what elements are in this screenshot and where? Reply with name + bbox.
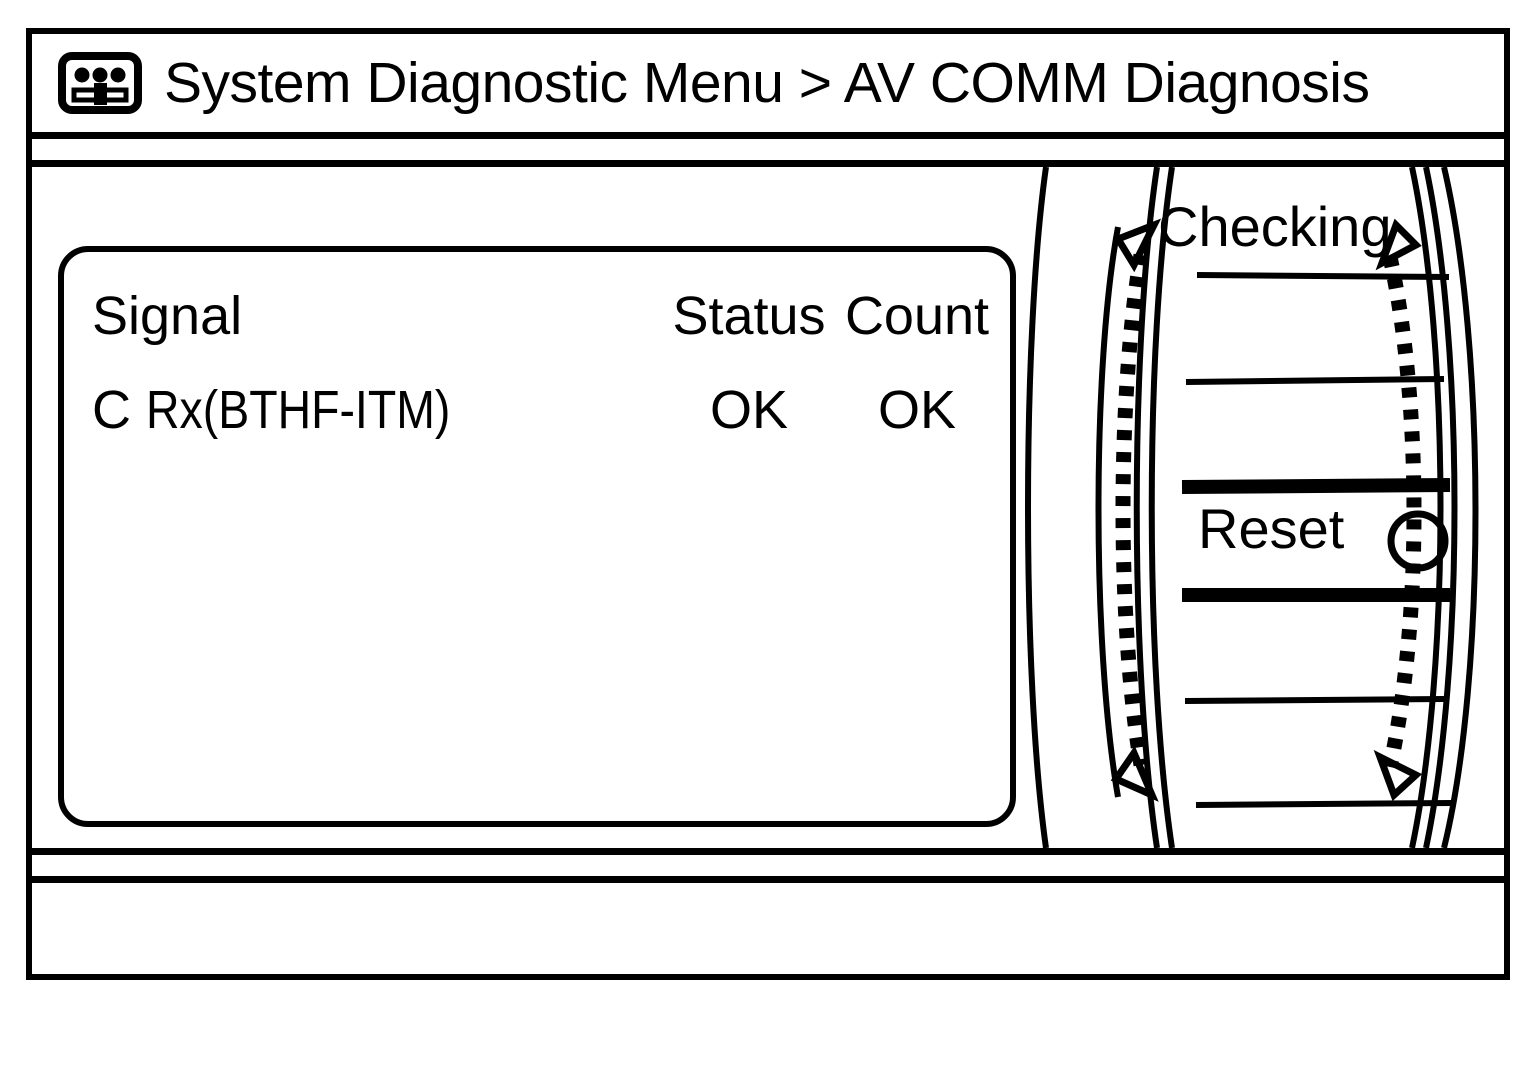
device-screen-frame: System Diagnostic Menu > AV COMM Diagnos… <box>26 28 1510 980</box>
triangle-down-arrow-right[interactable] <box>1373 749 1423 802</box>
scrollbar-left-ticks[interactable] <box>1115 253 1149 767</box>
triangle-down-arrow[interactable] <box>1110 745 1159 802</box>
table-row[interactable]: C Rx(BTHF-ITM) OK OK <box>64 368 1010 452</box>
page-title: System Diagnostic Menu > AV COMM Diagnos… <box>164 51 1370 115</box>
table-header-row: Signal Status Count <box>64 274 1010 358</box>
main-content-region: Signal Status Count C Rx(BTHF-ITM) OK OK <box>32 167 1504 848</box>
menu-item-checking[interactable]: Checking <box>1158 195 1392 258</box>
scrollbar-left-track-inner <box>1095 226 1121 798</box>
scrollbar-right-track-inner <box>1409 167 1444 848</box>
header-bar: System Diagnostic Menu > AV COMM Diagnos… <box>32 34 1504 132</box>
footer-strip <box>32 883 1504 980</box>
menu-item-reset[interactable]: Reset <box>1198 497 1345 560</box>
cell-count-value: OK <box>877 380 957 440</box>
signal-table-panel: Signal Status Count C Rx(BTHF-ITM) OK OK <box>58 246 1016 827</box>
triangle-up-arrow-right[interactable] <box>1375 218 1422 271</box>
triangle-up-arrow[interactable] <box>1112 218 1162 273</box>
menu-outer-arc-left <box>1025 167 1049 848</box>
column-header-signal: Signal <box>92 286 243 346</box>
column-header-status: Status <box>672 286 826 346</box>
av-unit-icon <box>58 52 142 114</box>
cell-status-value: OK <box>709 380 789 440</box>
column-header-count: Count <box>844 286 990 346</box>
cell-signal-prefix: C <box>92 380 146 440</box>
curved-side-menu: Checking Reset <box>1012 167 1504 848</box>
scrollbar-left-track-edge <box>1148 167 1175 848</box>
footer-divider-top <box>32 848 1504 855</box>
menu-outer-arc-right <box>1441 167 1479 848</box>
menu-divider-1 <box>1196 272 1450 280</box>
header-divider-bottom <box>32 160 1504 167</box>
menu-divider-2 <box>1185 376 1445 385</box>
selection-circle-icon <box>1387 510 1449 572</box>
footer-divider-bottom <box>32 876 1504 883</box>
header-divider-top <box>32 132 1504 139</box>
cell-signal-name: C Rx(BTHF-ITM) <box>92 379 500 441</box>
menu-divider-4 <box>1195 800 1453 808</box>
scrollbar-right-ticks[interactable] <box>1382 255 1422 769</box>
cell-signal-code: Rx(BTHF-ITM) <box>146 380 451 440</box>
scrollbar-right-track-outer <box>1423 167 1458 848</box>
menu-selected-divider-top <box>1181 478 1451 494</box>
